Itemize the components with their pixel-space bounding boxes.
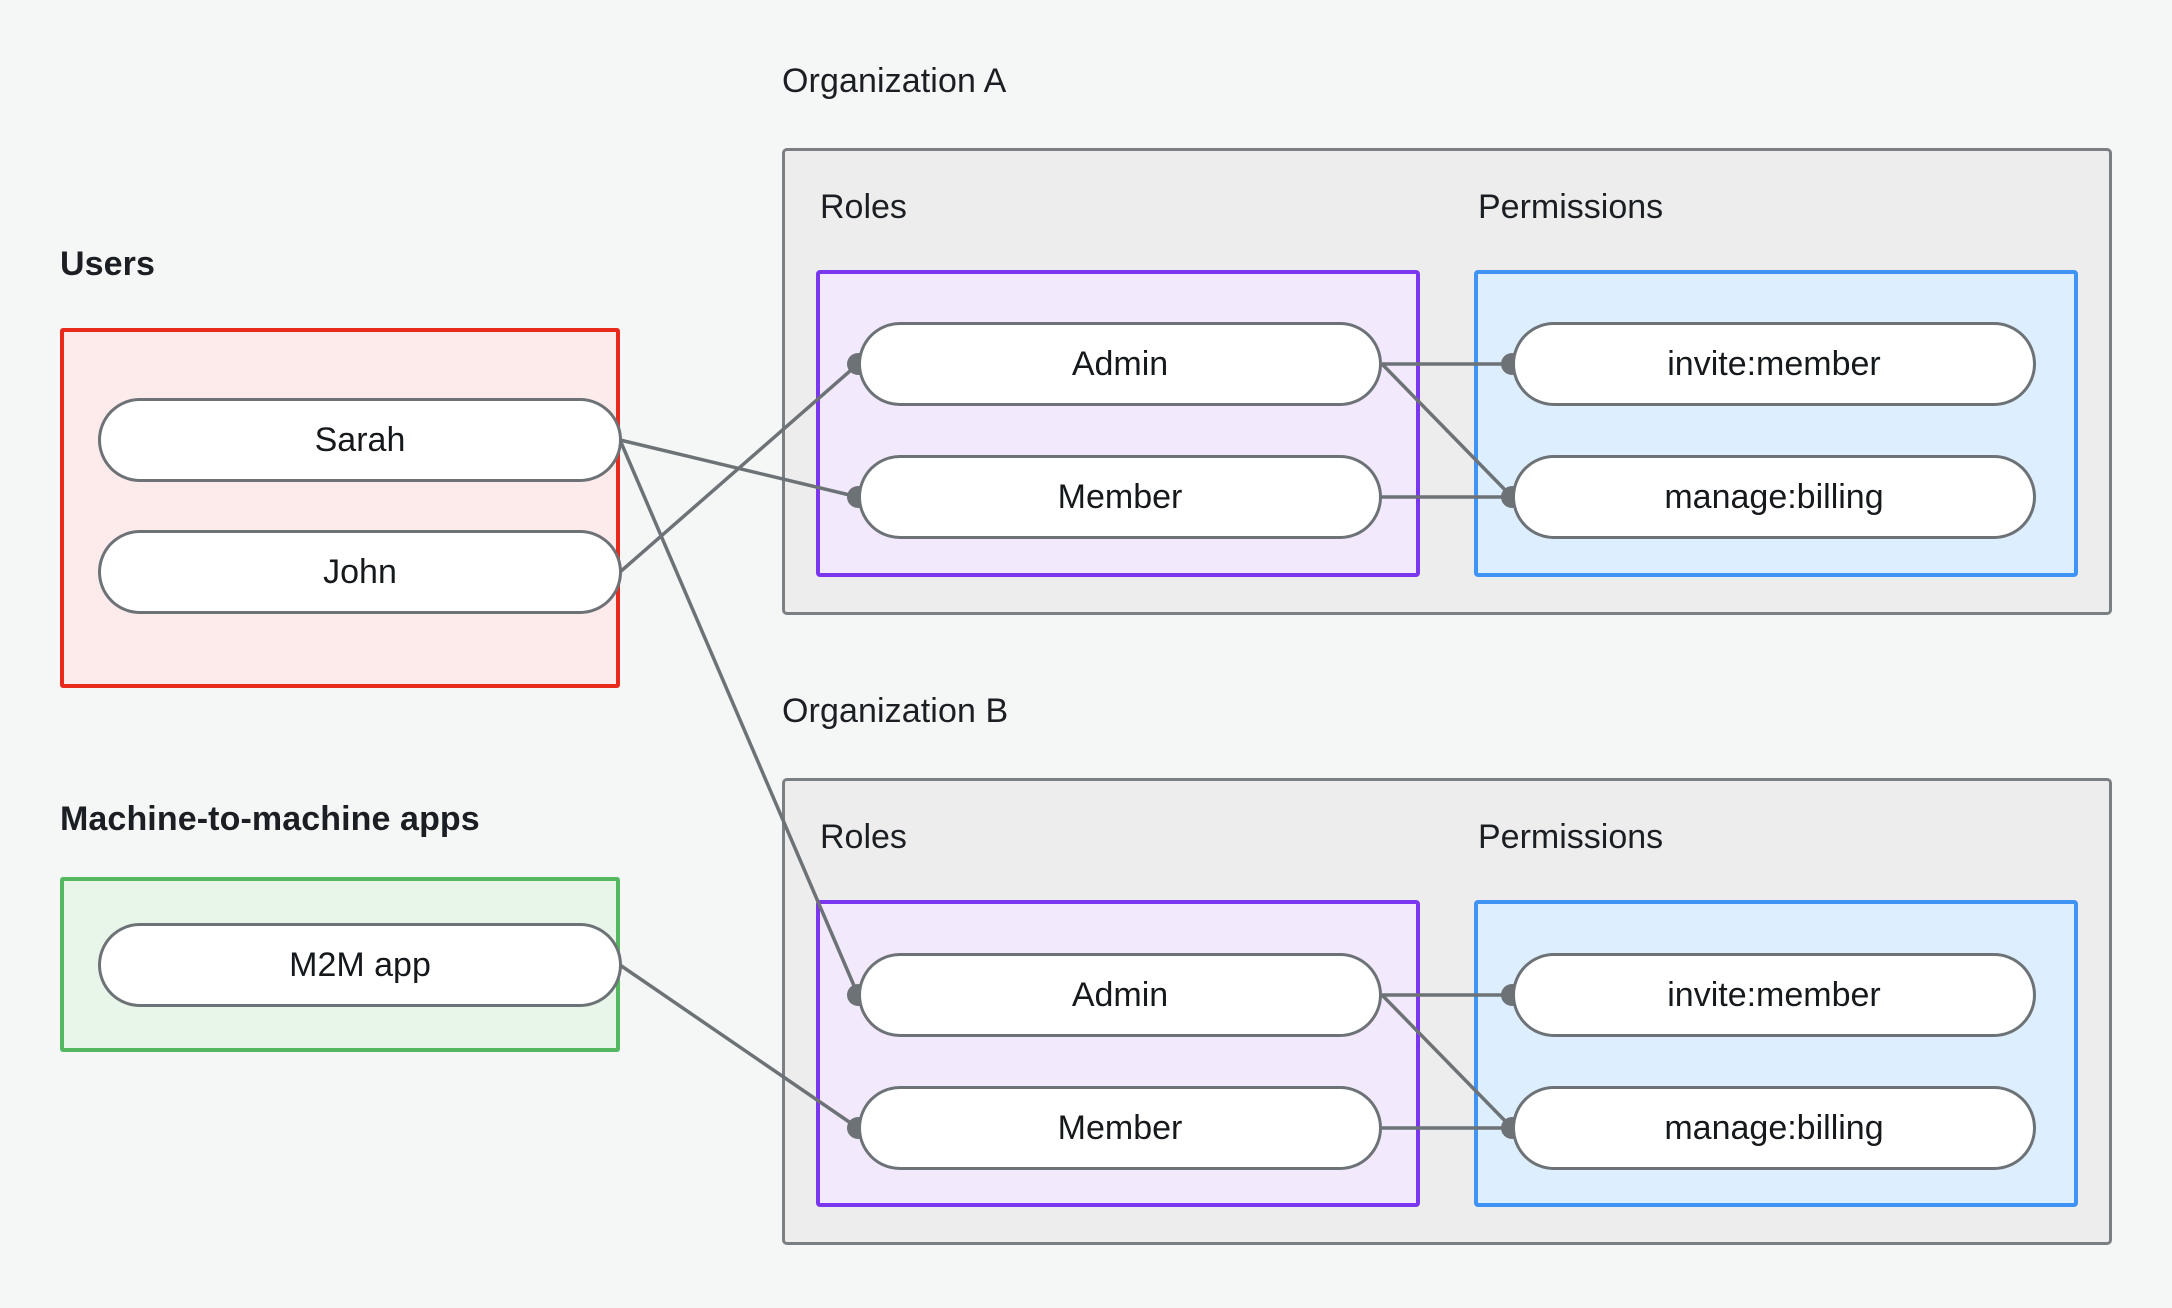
node-user-john[interactable]: John bbox=[98, 530, 622, 614]
node-user-sarah[interactable]: Sarah bbox=[98, 398, 622, 482]
node-perm-manage-billing-b[interactable]: manage:billing bbox=[1512, 1086, 2036, 1170]
node-role-member-a[interactable]: Member bbox=[858, 455, 1382, 539]
org-b-permissions-label: Permissions bbox=[1478, 818, 1664, 856]
m2m-group-label: Machine-to-machine apps bbox=[60, 800, 480, 838]
node-perm-invite-member-a[interactable]: invite:member bbox=[1512, 322, 2036, 406]
node-m2m-app[interactable]: M2M app bbox=[98, 923, 622, 1007]
org-a-permissions-label: Permissions bbox=[1478, 188, 1664, 226]
node-perm-manage-billing-a[interactable]: manage:billing bbox=[1512, 455, 2036, 539]
users-group-label: Users bbox=[60, 245, 156, 283]
node-role-admin-a[interactable]: Admin bbox=[858, 322, 1382, 406]
org-b-label: Organization B bbox=[782, 692, 1009, 730]
node-role-admin-b[interactable]: Admin bbox=[858, 953, 1382, 1037]
org-a-label: Organization A bbox=[782, 62, 1007, 100]
users-group-box bbox=[60, 328, 620, 688]
node-role-member-b[interactable]: Member bbox=[858, 1086, 1382, 1170]
org-a-roles-label: Roles bbox=[820, 188, 907, 226]
node-perm-invite-member-b[interactable]: invite:member bbox=[1512, 953, 2036, 1037]
org-b-roles-label: Roles bbox=[820, 818, 907, 856]
